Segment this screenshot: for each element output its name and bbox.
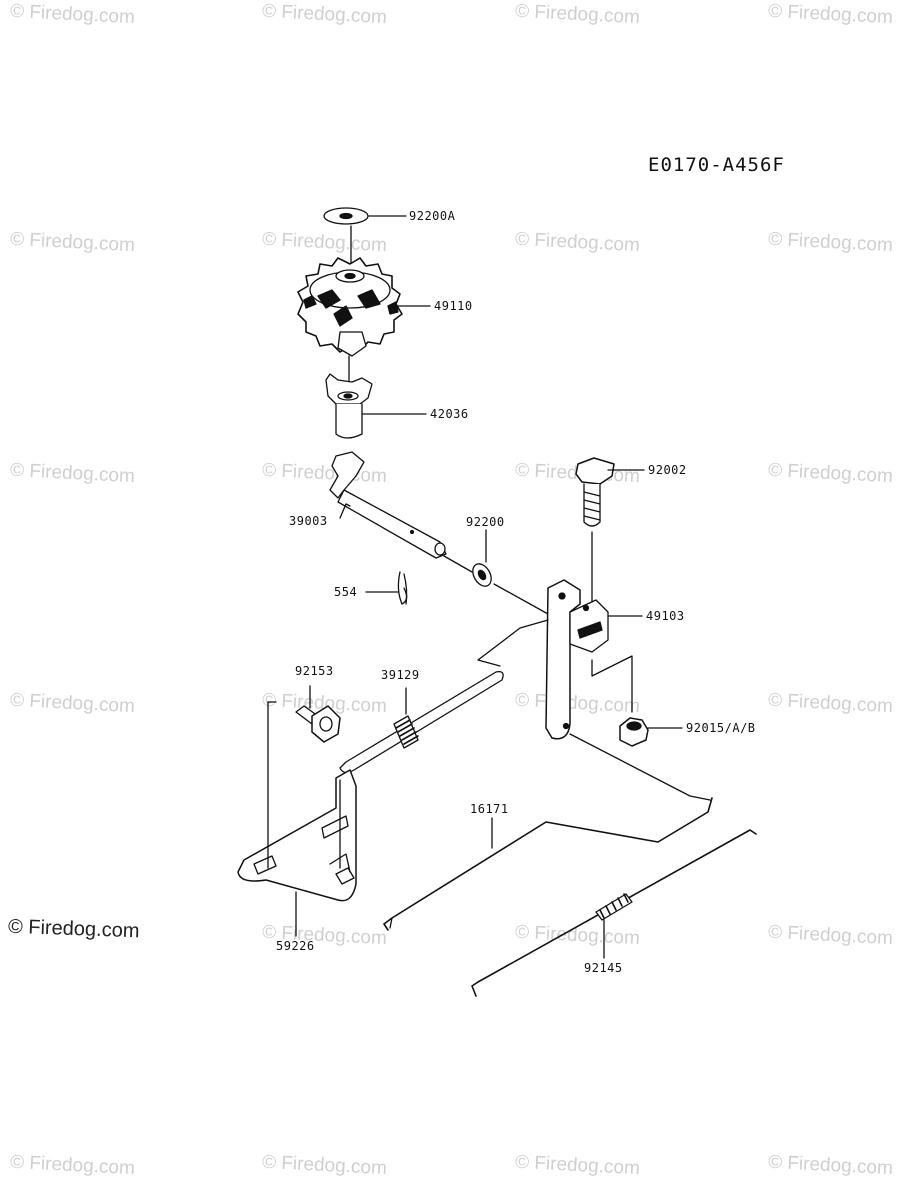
nut-92015[interactable] (619, 717, 683, 747)
leader-line (443, 555, 473, 573)
governor-gear-49110[interactable] (297, 257, 431, 357)
bolt-92153[interactable] (295, 685, 341, 743)
part-label-92002[interactable]: 92002 (648, 463, 687, 477)
throttle-rod-16171[interactable] (383, 733, 713, 931)
part-label-92145[interactable]: 92145 (584, 961, 623, 975)
leader-line (591, 655, 633, 713)
bolt-92002[interactable] (575, 457, 645, 527)
part-label-49110[interactable]: 49110 (434, 299, 473, 313)
governor-lever-49103[interactable] (545, 579, 643, 740)
part-label-92153[interactable]: 92153 (295, 664, 334, 678)
part-label-39129[interactable]: 39129 (381, 668, 420, 682)
copyright-watermark: © Firedog.com (7, 915, 140, 943)
washer-92200A[interactable] (323, 207, 407, 225)
leader-line (493, 583, 549, 615)
part-label-16171[interactable]: 16171 (470, 802, 509, 816)
spring-92145[interactable] (471, 829, 757, 997)
sleeve-42036[interactable] (325, 373, 427, 439)
leader-line (477, 619, 549, 667)
part-label-92200[interactable]: 92200 (466, 515, 505, 529)
part-label-92015[interactable]: 92015/A/B (686, 721, 756, 735)
spring-rod-39129[interactable] (339, 671, 504, 774)
part-label-92200A[interactable]: 92200A (409, 209, 456, 223)
governor-shaft-39003[interactable] (329, 451, 456, 559)
part-label-59226[interactable]: 59226 (276, 939, 315, 953)
bracket-59226[interactable] (237, 769, 357, 937)
diagram-code: E0170-A456F (648, 154, 785, 176)
part-label-554[interactable]: 554 (334, 585, 358, 599)
part-label-39003[interactable]: 39003 (289, 514, 328, 528)
part-label-42036[interactable]: 42036 (430, 407, 469, 421)
cotter-pin-554[interactable] (365, 571, 408, 605)
washer-92200[interactable] (469, 529, 495, 589)
part-label-49103[interactable]: 49103 (646, 609, 685, 623)
